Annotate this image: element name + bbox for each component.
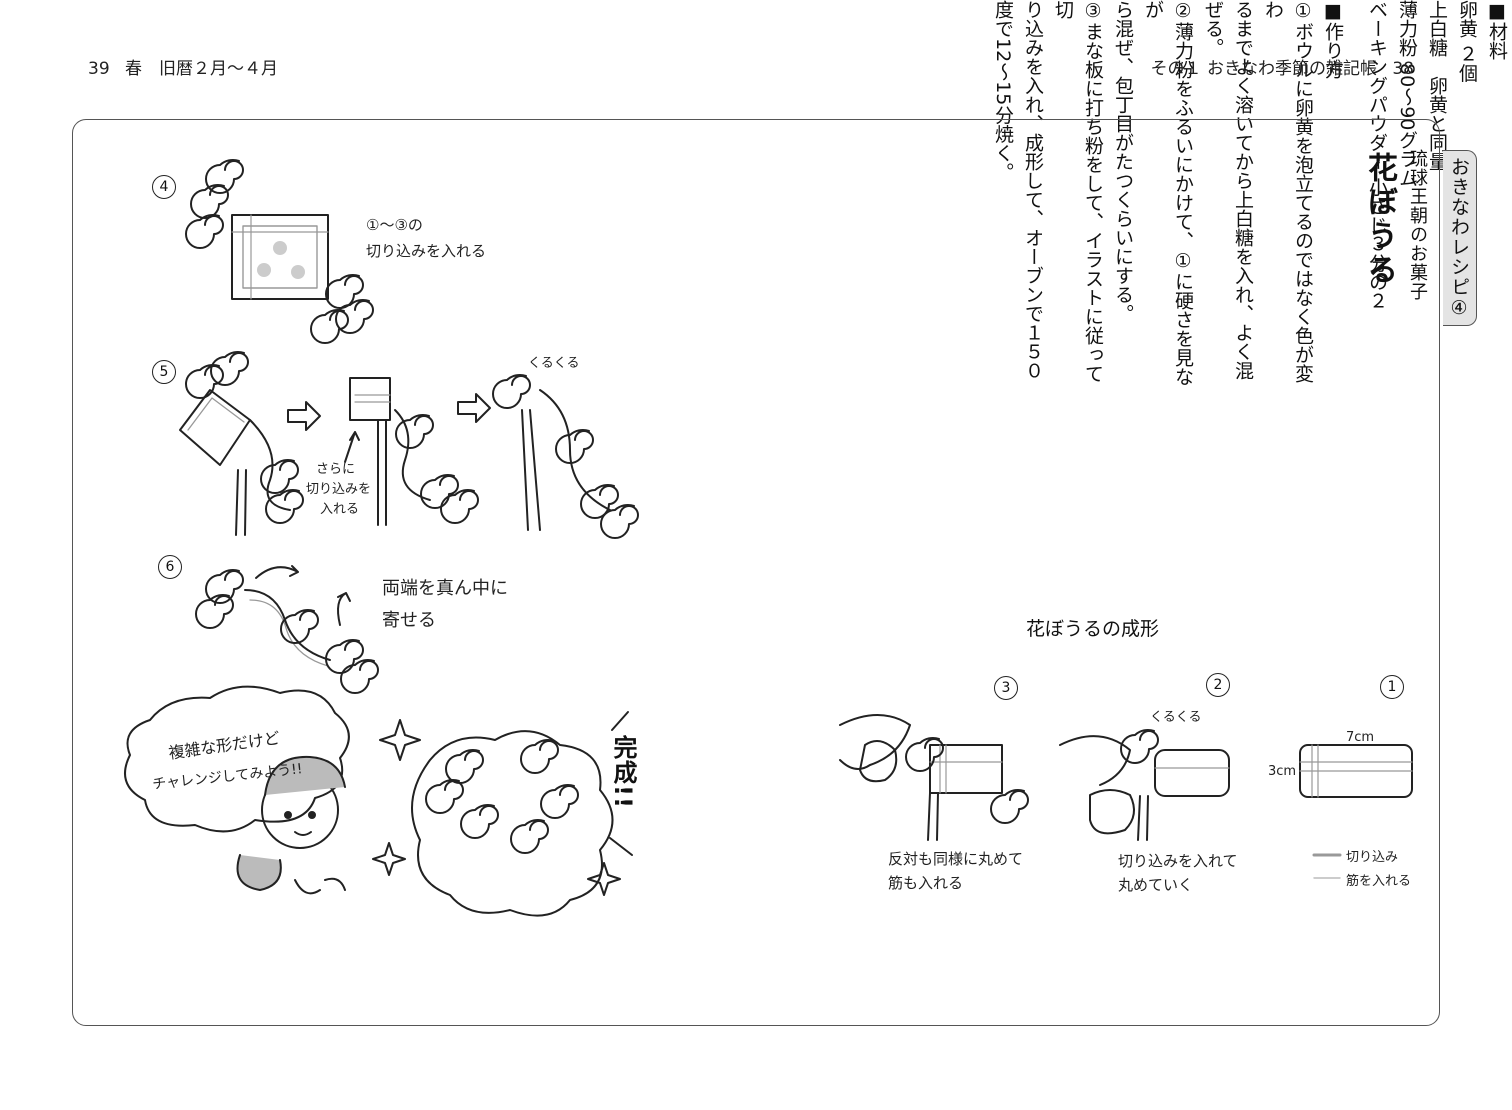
step5-note-line1: さらに	[316, 462, 356, 477]
right-page-title: その１ おきなわ季節の雑記帳	[1150, 59, 1377, 79]
right-page-header: その１ おきなわ季節の雑記帳 38	[1151, 54, 1424, 79]
recipe-line: り込みを入れ、成形して、オーブンで１５０	[1022, 0, 1044, 380]
step4-note-line1: ①〜③の	[366, 216, 423, 234]
step5-note-line3: 入れる	[320, 502, 360, 517]
dimension-height: 3cm	[1268, 764, 1297, 779]
step4-note-line2: 切り込みを入れる	[366, 242, 487, 260]
left-page-number: 39	[88, 59, 110, 79]
step6-number: 6	[158, 555, 182, 579]
step6-note-line1: 両端を真ん中に	[382, 578, 508, 599]
recipe-line: 薄力粉 80〜90グラム	[1396, 0, 1418, 188]
step6-note-line2: 寄せる	[382, 610, 436, 631]
shape-step1-number: 1	[1380, 675, 1404, 699]
shape-step3-number: 3	[994, 676, 1018, 700]
left-page-header: 39 春 旧暦２月〜４月	[88, 54, 288, 79]
recipe-line: 卵黄 ２個	[1456, 0, 1478, 83]
step6-drawing	[195, 565, 379, 694]
side-tab[interactable]: おきなわレシピ④	[1443, 150, 1477, 326]
recipe-line: ■材料	[1486, 0, 1508, 60]
completed-cookie-drawing	[372, 711, 633, 917]
shape-note3-line1: 反対も同様に丸めて	[888, 850, 1024, 868]
legend-cut: 切り込み	[1346, 850, 1399, 865]
step4-dough-drawing	[185, 158, 374, 344]
right-page-number: 38	[1392, 59, 1414, 79]
recipe-line: ■作り方	[1322, 0, 1344, 79]
step5-note-line2: 切り込みを	[306, 482, 372, 497]
legend-line: 筋を入れる	[1346, 874, 1412, 889]
recipe-line: 度で12〜15分焼く。	[992, 0, 1014, 182]
recipe-line: ③まな板に打ち粉をして、イラストに従って切	[1052, 0, 1104, 383]
shape-note3-line2: 筋も入れる	[888, 874, 964, 892]
shape-step2-number: 2	[1206, 673, 1230, 697]
shaping-drawings	[839, 714, 1413, 879]
step5-number: 5	[152, 360, 176, 384]
recipe-subtitle: 琉球王朝のお菓子	[1407, 149, 1428, 301]
left-page-title: 春 旧暦２月〜４月	[125, 59, 279, 79]
shape-note2-line1: 切り込みを入れて	[1118, 852, 1238, 870]
recipe-line: るまでよく溶いてから上白糖を入れ、よく混	[1232, 0, 1254, 380]
recipe-line: ②薄力粉をふるいにかけて、①に硬さを見なが	[1142, 0, 1194, 386]
recipe-line: ぜる。	[1202, 0, 1224, 57]
shaping-caption: 花ぼうるの成形	[1026, 618, 1160, 640]
kurukuru-label: くるくる	[528, 356, 580, 371]
shape-kurukuru-label: くるくる	[1150, 710, 1202, 725]
step5-drawings	[179, 350, 639, 539]
recipe-line: ベーキングパウダー 小さじ３分の２	[1366, 0, 1388, 311]
speech-bubble	[124, 685, 350, 833]
recipe-title: 花ぼうる	[1362, 152, 1397, 288]
recipe-line: ら混ぜ、包丁目がたつくらいにする。	[1112, 0, 1134, 323]
shape-note2-line2: 丸めていく	[1118, 876, 1194, 894]
done-label: 完成!!	[609, 735, 637, 809]
content-frame	[72, 119, 1440, 1026]
recipe-line: ①ボウルに卵黄を泡立てるのではなく色が変わ	[1262, 0, 1314, 383]
girl-drawing	[236, 755, 346, 895]
dimension-width: 7cm	[1346, 730, 1375, 745]
step4-number: 4	[152, 175, 176, 199]
